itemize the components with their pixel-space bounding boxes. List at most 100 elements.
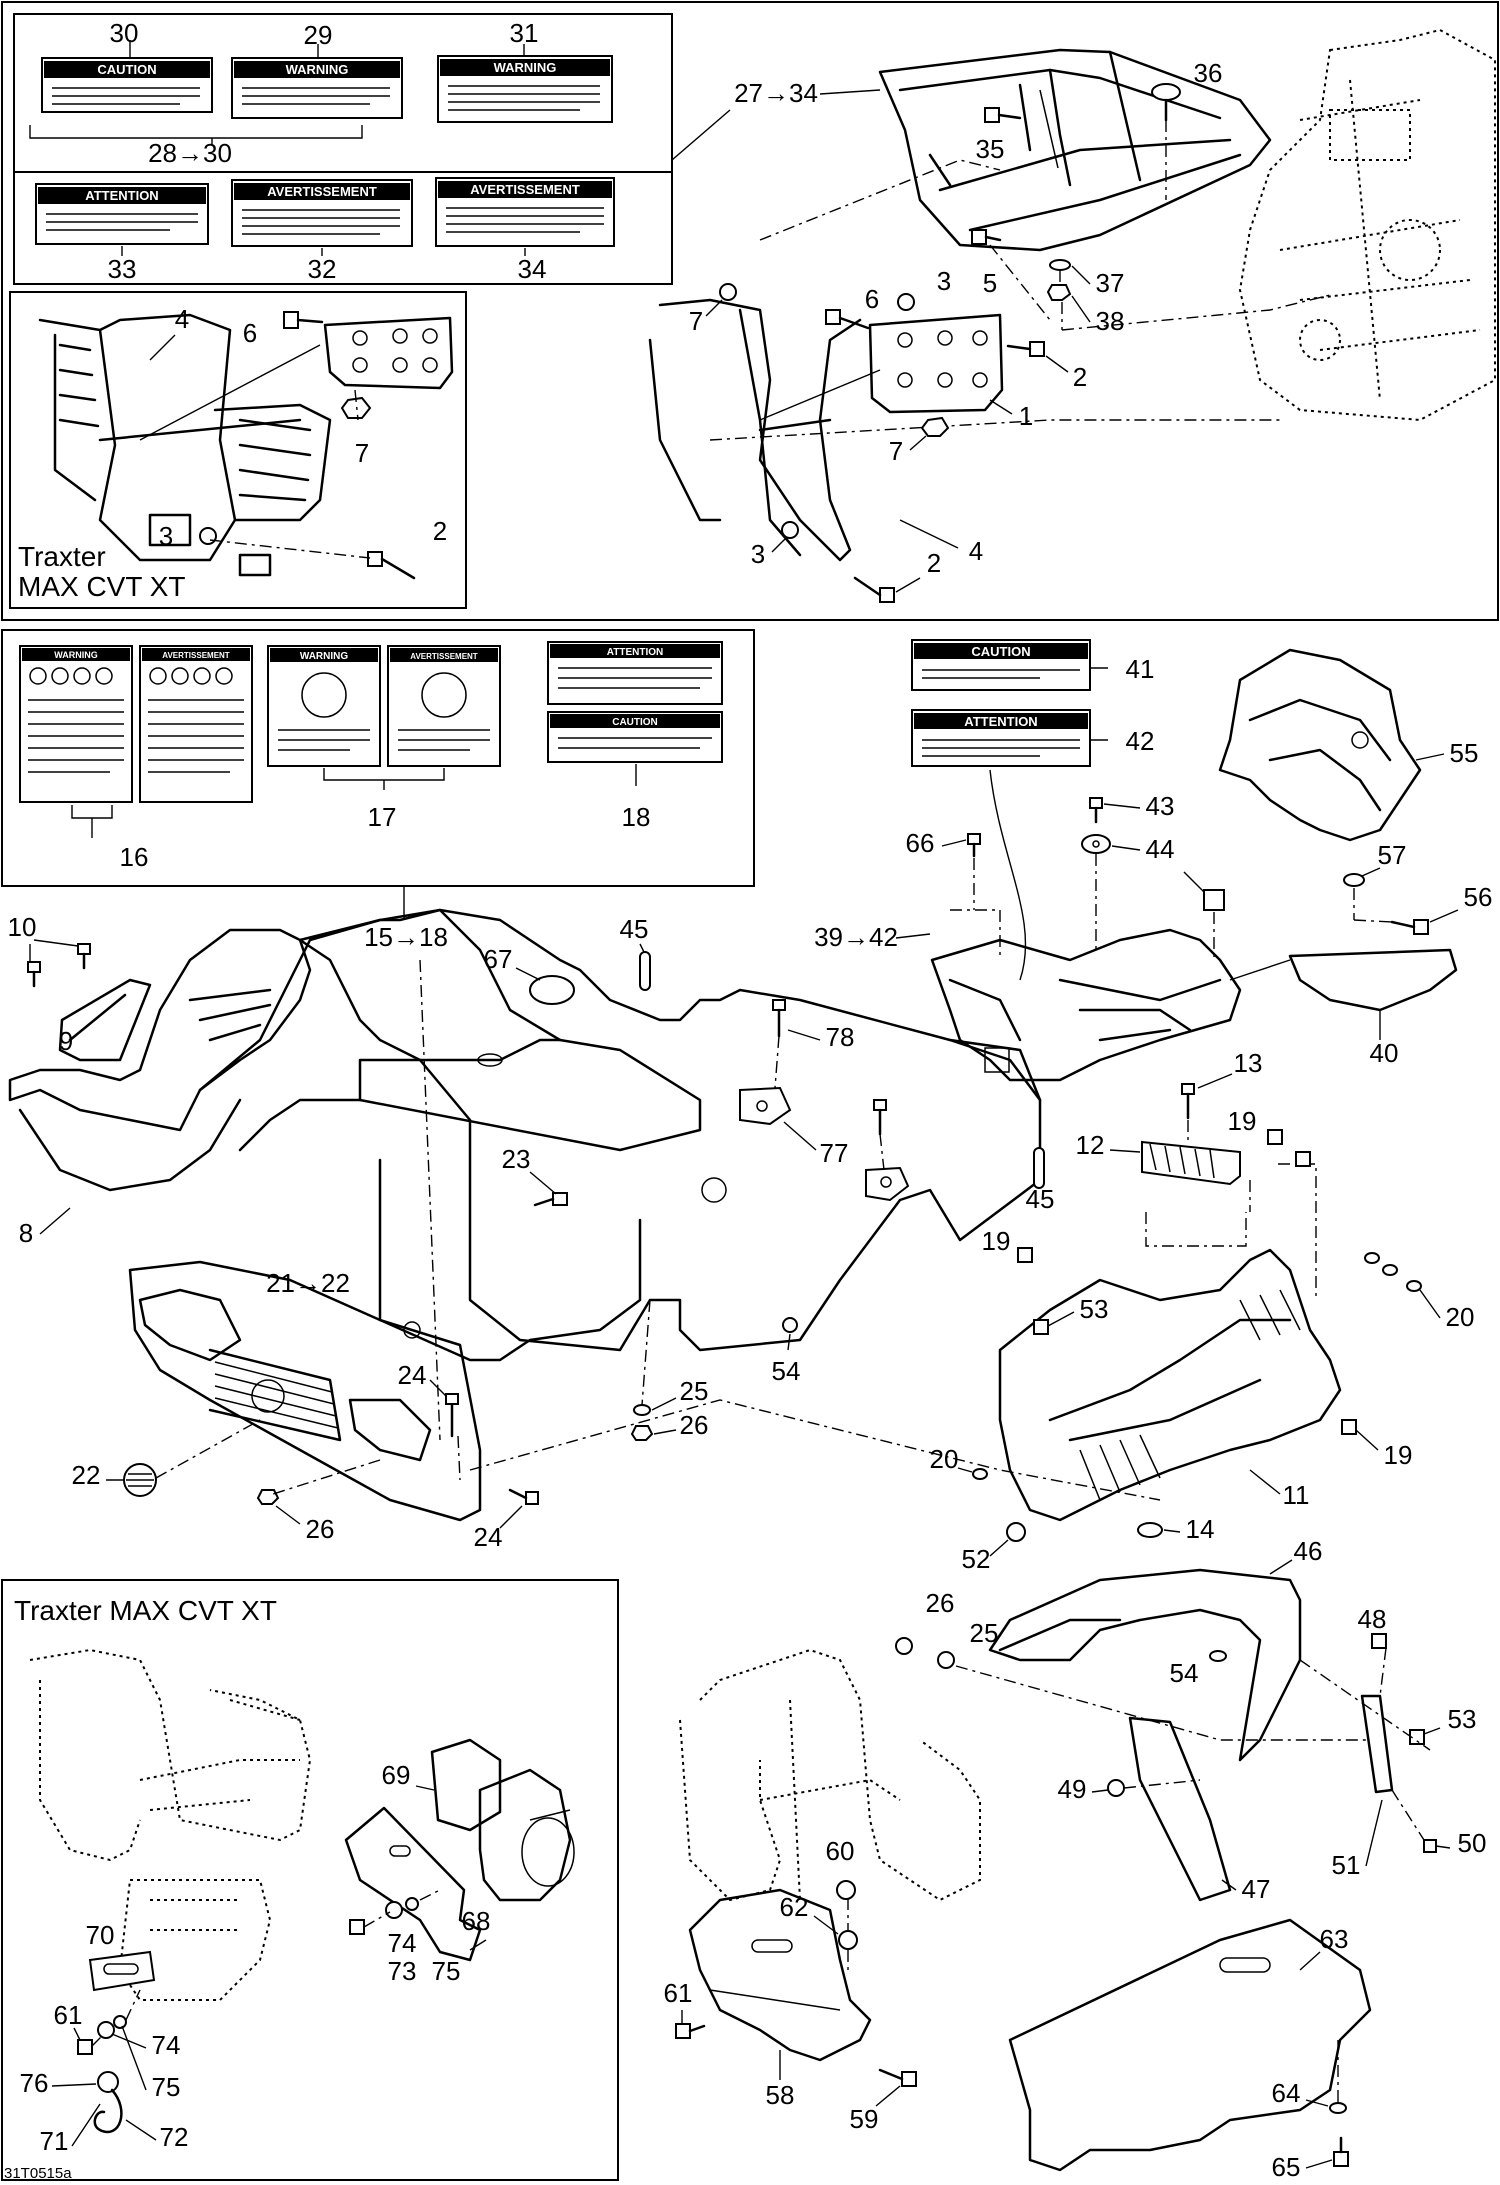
- variant-inset-top-box: [9, 291, 467, 609]
- callout-64: 64: [1272, 2078, 1301, 2108]
- callout-16: 16: [120, 842, 149, 872]
- svg-text:ATTENTION: ATTENTION: [607, 647, 663, 658]
- mud-flap-9: [58, 978, 152, 1062]
- screw-66: [967, 833, 981, 858]
- svg-text:AVERTISSEMENT: AVERTISSEMENT: [162, 651, 230, 660]
- washer-75-inset: [113, 2015, 127, 2029]
- screw-65: [1333, 2136, 1349, 2167]
- fairlead-70: [88, 1950, 156, 1992]
- callout-27-34: 27→34: [734, 78, 818, 108]
- callout-36: 36: [1194, 58, 1223, 88]
- bracket-1: [868, 313, 1004, 414]
- variant-label-top-line1: Traxter: [18, 541, 106, 572]
- callout-44: 44: [1146, 834, 1175, 864]
- svg-text:WARNING: WARNING: [494, 60, 557, 75]
- callout-2-bottom: 2: [927, 548, 941, 578]
- callout-54: 54: [772, 1356, 801, 1386]
- svg-text:AVERTISSEMENT: AVERTISSEMENT: [410, 652, 478, 661]
- plug-36: [1151, 83, 1181, 122]
- callout-17: 17: [368, 802, 397, 832]
- callout-50: 50: [1458, 1828, 1487, 1858]
- clip-44b: [1203, 889, 1225, 911]
- callout-70: 70: [86, 1920, 115, 1950]
- svg-text:CAUTION: CAUTION: [971, 644, 1030, 659]
- front-bumper-lower: [679, 1648, 981, 1902]
- bolt-19b: [1295, 1151, 1311, 1167]
- callout-69: 69: [382, 1760, 411, 1790]
- callout-25-top: 25: [680, 1376, 709, 1406]
- callout-58: 58: [766, 2080, 795, 2110]
- callout-3-top: 3: [937, 266, 951, 296]
- callout-59: 59: [850, 2104, 879, 2134]
- washer-37: [1049, 259, 1071, 271]
- pin-45-top: [639, 951, 651, 991]
- screw-24-front: [508, 1488, 539, 1505]
- storage-box-55: [1218, 648, 1422, 842]
- bolt-56: [1390, 919, 1429, 935]
- bolt-2-bottom: [853, 576, 895, 603]
- washer-20d: [972, 1468, 988, 1480]
- callout-46: 46: [1294, 1536, 1323, 1566]
- bracket-78: [739, 1086, 792, 1126]
- callout-26-rear: 26: [926, 1588, 955, 1618]
- bolt-61-main: [675, 2023, 706, 2039]
- callout-43: 43: [1146, 791, 1175, 821]
- callout-61-main: 61: [664, 1978, 693, 2008]
- callout-68: 68: [462, 1906, 491, 1936]
- callout-53-top: 53: [1080, 1294, 1109, 1324]
- splash-guard-47: [1128, 1716, 1232, 1902]
- decal-17-avertissement: AVERTISSEMENT: [387, 645, 501, 767]
- callout-66: 66: [906, 828, 935, 858]
- screw-23: [533, 1192, 568, 1207]
- decal-17-warning: WARNING: [267, 645, 381, 767]
- screw-77: [873, 1099, 887, 1136]
- footrest-11: [998, 1248, 1342, 1522]
- callout-51: 51: [1332, 1850, 1361, 1880]
- clip-44: [1081, 834, 1111, 854]
- callout-74-winch: 74: [388, 1928, 417, 1958]
- svg-text:WARNING: WARNING: [300, 651, 349, 662]
- console-39: [930, 928, 1242, 1082]
- figure-reference: 31T0515a: [4, 2165, 72, 2182]
- callout-24-top: 24: [398, 1360, 427, 1390]
- callout-15-18: 15→18: [364, 922, 448, 952]
- washer-74: [385, 1901, 403, 1919]
- console-lid-40: [1288, 948, 1458, 1012]
- decal-30-caution: CAUTION: [41, 57, 213, 113]
- hook-76: [93, 2071, 123, 2134]
- callout-42: 42: [1126, 726, 1155, 756]
- washer-25-top: [633, 1404, 651, 1416]
- washer-62: [838, 1930, 858, 1950]
- washer-57: [1343, 873, 1365, 887]
- bolt-6-inset: [283, 311, 324, 329]
- front-bumper: [648, 298, 862, 562]
- front-bumper-variant-dotted: [29, 1648, 312, 2001]
- callout-40: 40: [1370, 1038, 1399, 1068]
- bolt-19a: [1267, 1129, 1283, 1145]
- svg-text:ATTENTION: ATTENTION: [85, 188, 158, 203]
- decal-29-warning: WARNING: [231, 57, 403, 119]
- winch-69: [430, 1738, 575, 1902]
- callout-38: 38: [1096, 306, 1125, 336]
- callout-4: 4: [969, 536, 983, 566]
- washer-52: [1006, 1522, 1026, 1542]
- svg-text:WARNING: WARNING: [286, 62, 349, 77]
- callout-7-top: 7: [689, 306, 703, 336]
- callout-45-bottom: 45: [1026, 1184, 1055, 1214]
- decal-group-mid-box: [1, 629, 755, 887]
- screw-59: [878, 2068, 917, 2087]
- svg-text:AVERTISSEMENT: AVERTISSEMENT: [267, 184, 377, 199]
- callout-1: 1: [1019, 401, 1033, 431]
- bolt-6: [825, 309, 870, 330]
- bolt-5: [971, 229, 1002, 245]
- callout-56: 56: [1464, 882, 1493, 912]
- callout-73: 73: [388, 1956, 417, 1986]
- bolt-35: [984, 107, 1022, 123]
- callout-37: 37: [1096, 268, 1125, 298]
- washer-75: [405, 1897, 419, 1911]
- callout-54-rear: 54: [1170, 1658, 1199, 1688]
- washer-20a: [1364, 1252, 1380, 1264]
- callout-53-rear: 53: [1448, 1704, 1477, 1734]
- decal-18-caution: CAUTION: [547, 711, 723, 763]
- callout-7-mid: 7: [889, 436, 903, 466]
